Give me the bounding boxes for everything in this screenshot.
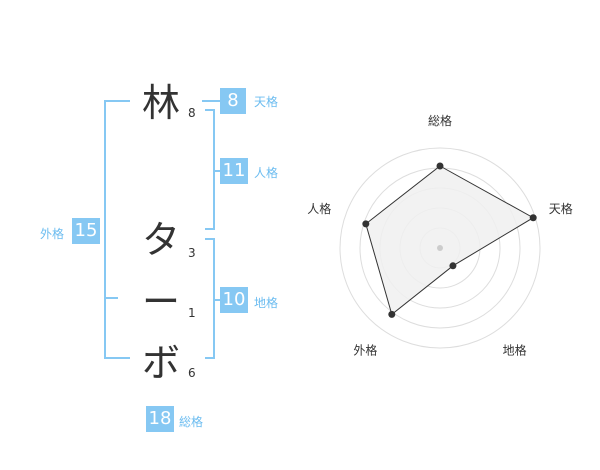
radar-axis-label: 天格 — [549, 201, 573, 216]
soukaku-label: 総格 — [179, 415, 204, 429]
jinkaku-bracket — [205, 109, 215, 230]
chikaku-bracket — [205, 238, 215, 359]
tenkaku-connector — [202, 100, 220, 102]
radar-point — [529, 214, 537, 222]
stroke-count-1: 8 — [188, 106, 196, 120]
name-char-4: ボ — [142, 341, 181, 385]
radar-ring — [339, 147, 541, 349]
radar-point — [362, 220, 370, 228]
stroke-count-2: 3 — [188, 246, 196, 260]
name-char-3: ー — [142, 280, 181, 324]
radar-point — [436, 162, 444, 170]
jinkaku-connector — [215, 170, 220, 172]
radar-axis-label: 外格 — [353, 343, 377, 358]
gaikaku-label: 外格 — [40, 227, 65, 241]
radar-area — [365, 165, 535, 316]
tenkaku-badge: 8 — [220, 88, 246, 114]
radar-axis-label: 地格 — [503, 343, 527, 358]
chikaku-connector — [215, 299, 220, 301]
gaikaku-bracket — [104, 100, 130, 359]
gaikaku-divider — [104, 297, 118, 299]
radar-axis-label: 総格 — [428, 113, 452, 128]
name-char-2: タ — [142, 218, 181, 262]
radar-axis-label: 人格 — [307, 201, 331, 216]
name-char-1: 林 — [142, 81, 181, 125]
radar-center-dot — [437, 245, 443, 251]
jinkaku-label: 人格 — [254, 166, 279, 180]
radar-point — [449, 262, 457, 270]
stroke-count-4: 6 — [188, 366, 196, 380]
chikaku-label: 地格 — [254, 296, 279, 310]
jinkaku-badge: 11 — [220, 158, 248, 184]
tenkaku-label: 天格 — [254, 95, 279, 109]
radar-point — [388, 310, 396, 318]
gaikaku-badge: 15 — [72, 218, 100, 244]
stroke-count-3: 1 — [188, 306, 196, 320]
soukaku-badge: 18 — [146, 406, 174, 432]
chikaku-badge: 10 — [220, 287, 248, 313]
